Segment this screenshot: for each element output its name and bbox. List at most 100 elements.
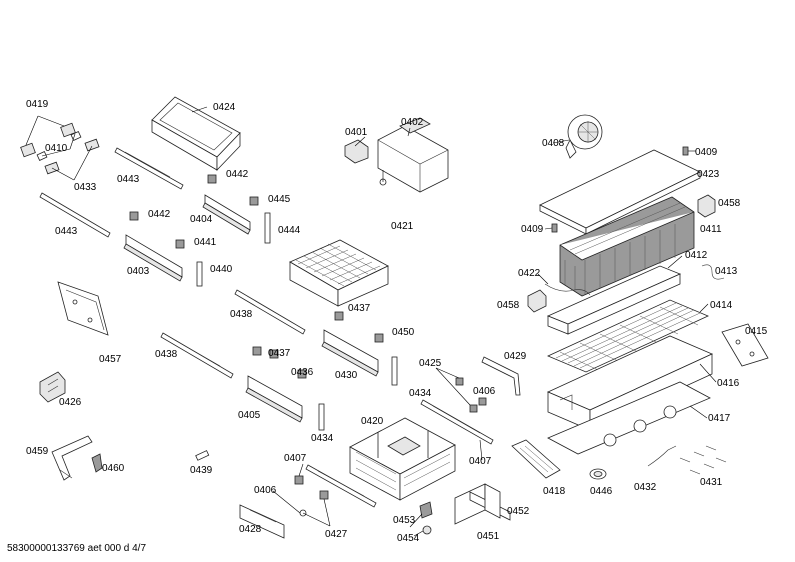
- label-0453: 0453: [393, 515, 416, 526]
- label-0440: 0440: [210, 264, 233, 275]
- label-0411: 0411: [700, 224, 722, 235]
- label-0416: 0416: [717, 378, 740, 389]
- label-0460: 0460: [102, 463, 125, 474]
- label-0401: 0401: [345, 127, 368, 138]
- label-0431: 0431: [700, 477, 723, 488]
- label-0420: 0420: [361, 416, 384, 427]
- label-0437b: 0437: [268, 348, 291, 359]
- label-0405: 0405: [238, 410, 261, 421]
- label-0407a: 0407: [284, 453, 307, 464]
- label-0423: 0423: [697, 169, 720, 180]
- label-0434a: 0434: [409, 388, 432, 399]
- label-0404: 0404: [190, 214, 213, 225]
- clip-0437b: [252, 346, 262, 356]
- label-0454: 0454: [397, 533, 420, 544]
- label-0410: 0410: [45, 143, 68, 154]
- bracket-0457: [57, 281, 109, 336]
- label-0444: 0444: [278, 225, 301, 236]
- label-0406b: 0406: [473, 386, 496, 397]
- label-0430: 0430: [335, 370, 358, 381]
- fan-0408: [565, 114, 603, 159]
- label-0452: 0452: [507, 506, 530, 517]
- post-0434b: [318, 403, 325, 431]
- label-0407b: 0407: [469, 456, 492, 467]
- label-0457: 0457: [99, 354, 122, 365]
- label-0442a: 0442: [226, 169, 249, 180]
- base-plate-0417: [547, 381, 711, 455]
- label-0458a: 0458: [718, 198, 741, 209]
- shelf-front-0403: [123, 234, 183, 282]
- hinge-0459-0460: [51, 435, 103, 481]
- label-0406a: 0406: [254, 485, 277, 496]
- label-0427: 0427: [325, 529, 348, 540]
- label-0432: 0432: [634, 482, 657, 493]
- clip-0436b: [297, 369, 307, 379]
- label-0409a: 0409: [695, 147, 718, 158]
- screws-0431: [679, 445, 727, 475]
- label-0434b: 0434: [311, 433, 334, 444]
- cover-0423: [539, 149, 701, 235]
- label-0458b: 0458: [497, 300, 520, 311]
- drawing-number-footer: 58300000133769 aet 000 d 4/7: [7, 543, 146, 554]
- label-0415: 0415: [745, 326, 768, 337]
- clip-0437a: [334, 311, 344, 321]
- clip-0407a: [294, 475, 304, 485]
- label-0417: 0417: [708, 413, 731, 424]
- label-0445: 0445: [268, 194, 291, 205]
- basket-0420: [349, 417, 456, 501]
- door-tray-0424: [151, 96, 241, 171]
- label-0413: 0413: [715, 266, 738, 277]
- label-0425: 0425: [419, 358, 442, 369]
- wire-0413: [701, 264, 725, 280]
- label-0437a: 0437: [348, 303, 371, 314]
- label-0418: 0418: [543, 486, 566, 497]
- label-0442b: 0442: [148, 209, 171, 220]
- label-0450: 0450: [392, 327, 415, 338]
- drawer-rail-group: [420, 377, 494, 445]
- clip-0458b: [527, 289, 547, 313]
- leader-lines: [272, 127, 717, 537]
- label-0424: 0424: [213, 102, 236, 113]
- clip-0450: [374, 333, 384, 343]
- label-0438b: 0438: [155, 349, 178, 360]
- label-0412: 0412: [685, 250, 708, 261]
- rails-0443: [39, 147, 184, 238]
- divider-0451-0452: [454, 483, 511, 525]
- screw-0409a: [682, 146, 689, 156]
- clip-0458a: [697, 194, 716, 218]
- post-0434a: [391, 356, 398, 386]
- bracket-0418: [511, 439, 561, 479]
- label-0414: 0414: [710, 300, 733, 311]
- label-0439: 0439: [190, 465, 213, 476]
- screw-0409b: [551, 223, 558, 233]
- basket-0421: [289, 239, 389, 307]
- clip-0436a: [269, 349, 279, 359]
- label-0403: 0403: [127, 266, 150, 277]
- pin-0439: [195, 450, 210, 461]
- rail-0429: [481, 356, 521, 396]
- label-0443a: 0443: [117, 174, 140, 185]
- label-0428: 0428: [239, 524, 262, 535]
- label-0443b: 0443: [55, 226, 78, 237]
- shelf-front-0404: [202, 194, 251, 235]
- label-0426: 0426: [59, 397, 82, 408]
- grille-0414: [547, 299, 709, 373]
- rail-0438-upper: [234, 289, 306, 335]
- label-0421: 0421: [391, 221, 414, 232]
- label-0409b: 0409: [521, 224, 544, 235]
- panel-0430: [321, 329, 379, 377]
- clips: [129, 174, 259, 249]
- label-0441: 0441: [194, 237, 217, 248]
- bracket-0415: [721, 323, 769, 367]
- rail-0438-lower: [160, 332, 234, 379]
- drip-tray-0412: [546, 265, 682, 335]
- wire-0422: [544, 283, 591, 296]
- fastener-0453-0454: [419, 501, 433, 535]
- hinge-0426: [39, 371, 66, 403]
- part-labels: 0419 0424 0410 0433 0443 0442 0445 0443 …: [26, 99, 768, 544]
- label-0408: 0408: [542, 138, 565, 149]
- rail-lower: [305, 464, 377, 508]
- label-0459: 0459: [26, 446, 49, 457]
- label-0402: 0402: [401, 117, 424, 128]
